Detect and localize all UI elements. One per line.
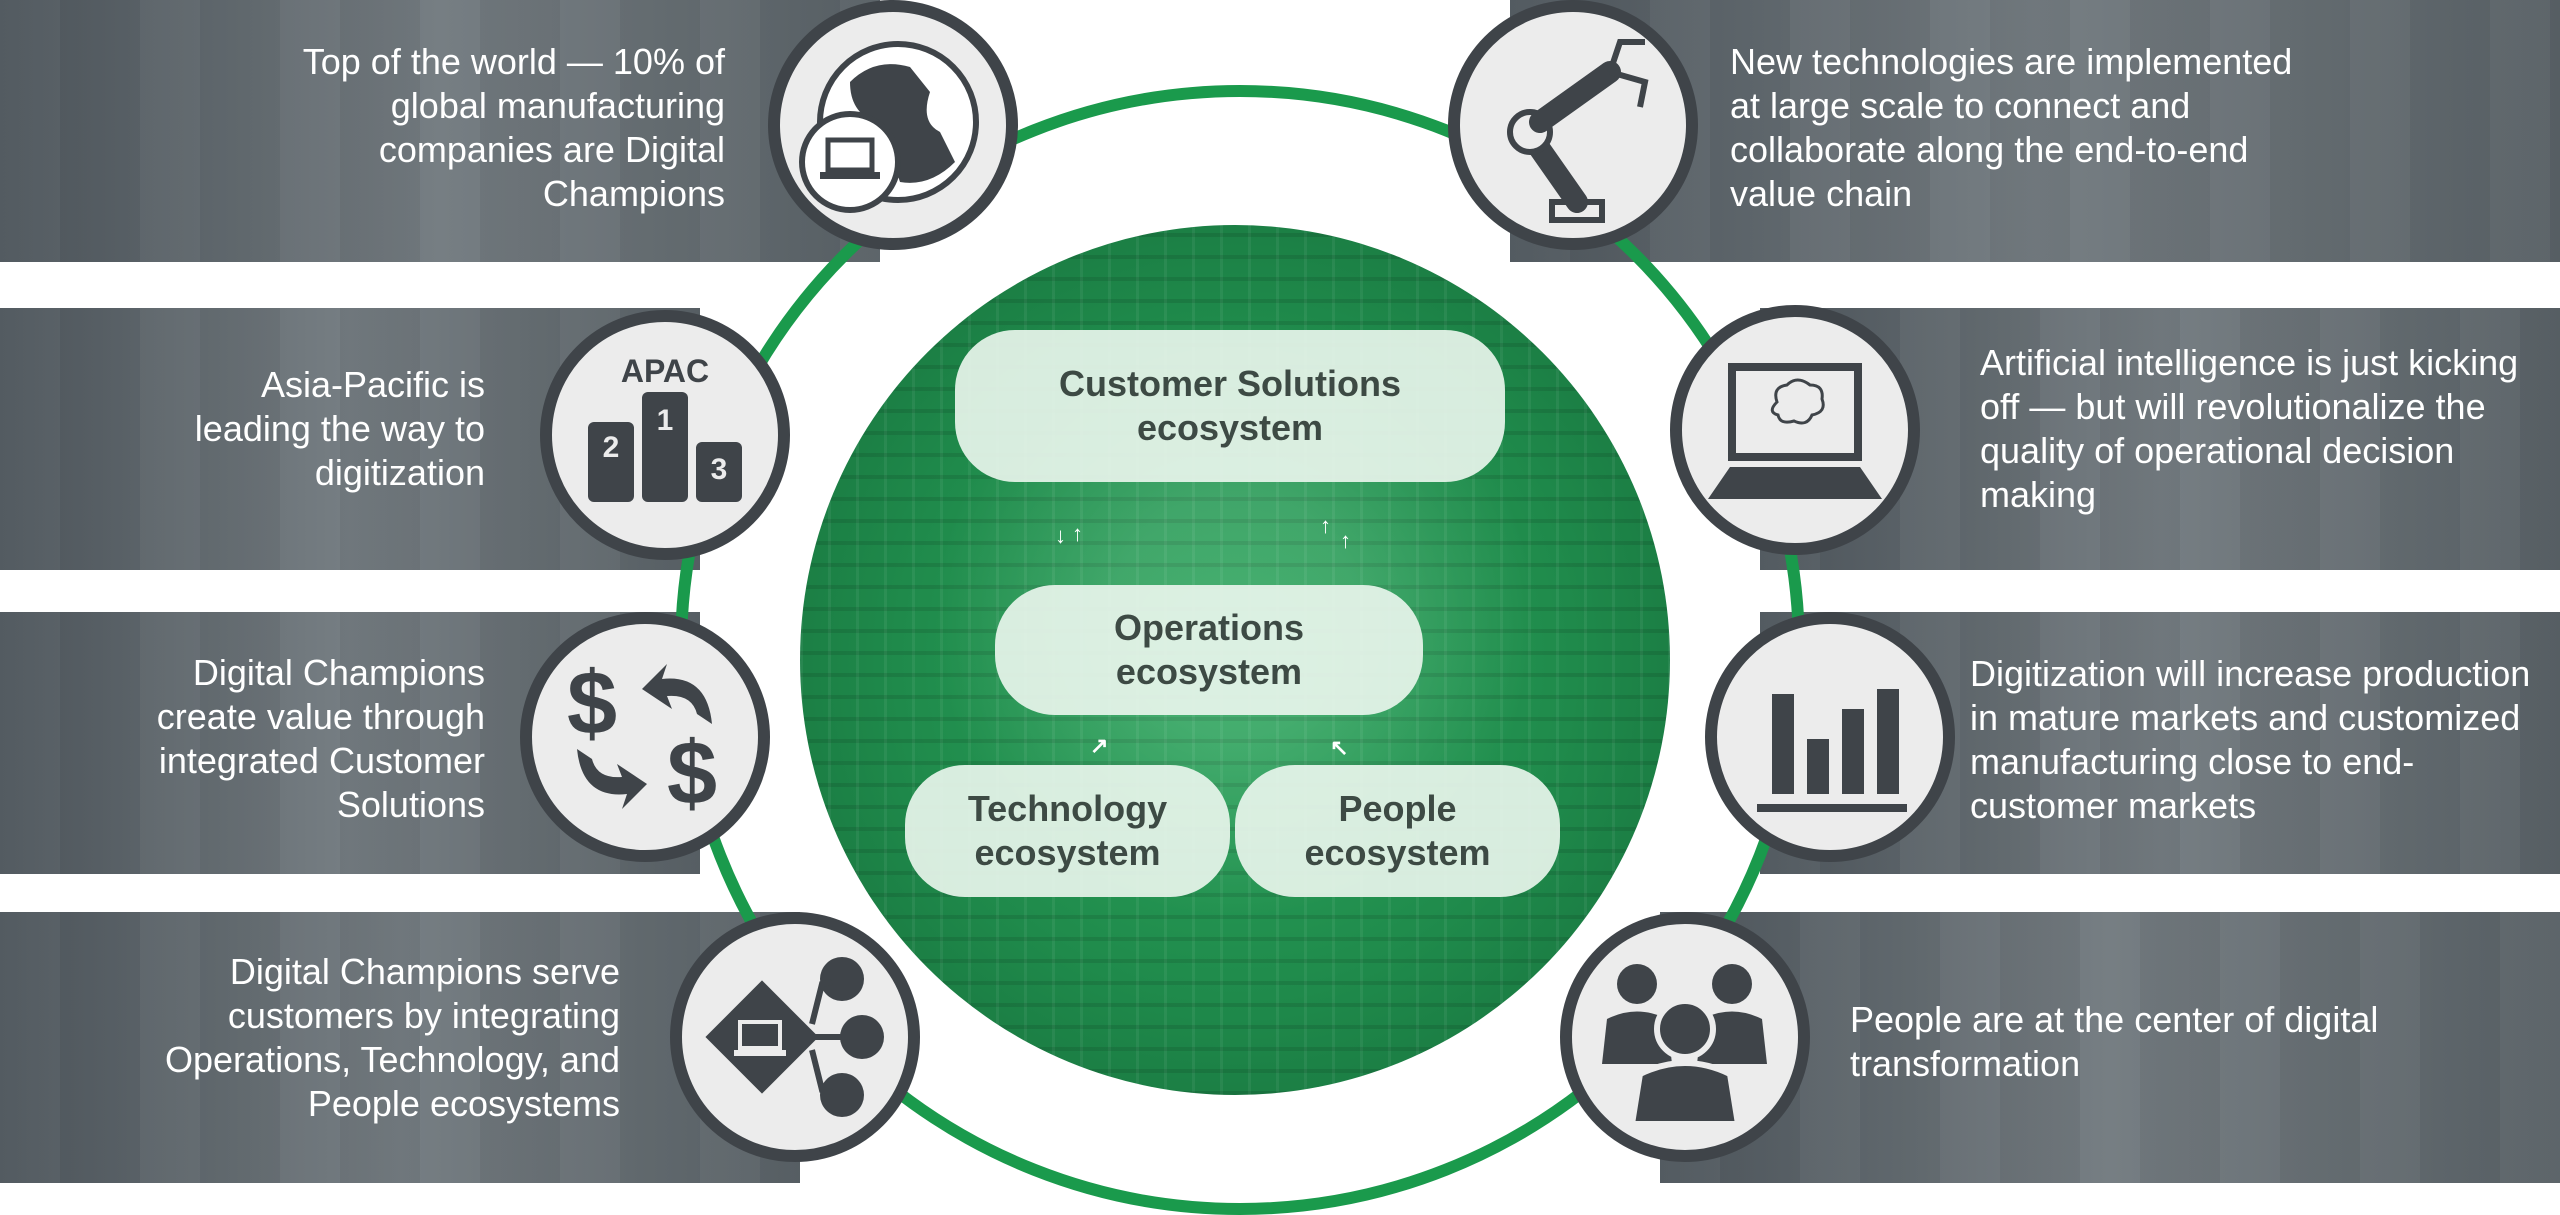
arrow-up-icon: ↑ — [1320, 513, 1331, 538]
arrow-up-icon: ↑ — [1340, 528, 1351, 553]
podium-rank-1: 1 — [657, 404, 674, 437]
people-line-2: ecosystem — [1304, 832, 1491, 873]
podium-icon: APAC 1 2 3 — [540, 310, 790, 560]
arrow-up-icon: ↑ — [1072, 521, 1083, 546]
brain-laptop-icon — [1670, 305, 1920, 555]
operations-line-2: ecosystem — [1115, 651, 1303, 692]
arrow-down-icon: ↓ — [1055, 523, 1066, 548]
left-item-1-text: Top of the world — 10% of global manufac… — [302, 41, 725, 214]
band-row-4-left — [0, 912, 800, 1183]
podium-title: APAC — [621, 353, 709, 389]
arrow-up-icon: ↖ — [1330, 735, 1349, 760]
podium-rank-2: 2 — [603, 431, 620, 464]
dollar-exchange-icon: $ $ — [520, 612, 770, 862]
people-group-icon — [1560, 912, 1810, 1162]
arrow-up-icon: ↗ — [1090, 733, 1109, 758]
people-line-1: People — [1338, 788, 1457, 829]
band-row-1-left — [0, 0, 880, 262]
left-item-2-text: Asia-Pacific is leading the way to digit… — [194, 364, 485, 493]
technology-line-2: ecosystem — [974, 832, 1161, 873]
right-item-2-text: Artificial intelligence is just kicking … — [1980, 342, 2519, 515]
technology-line-1: Technology — [967, 788, 1168, 829]
band-row-4-right — [1660, 912, 2560, 1183]
operations-line-1: Operations — [1113, 607, 1305, 648]
customer-solutions-line-2: ecosystem — [1136, 407, 1324, 448]
svg-text:$: $ — [567, 654, 617, 754]
network-laptop-icon — [670, 912, 920, 1162]
right-item-3-text: Digitization will increase production in… — [1970, 653, 2531, 826]
customer-solutions-line-1: Customer Solutions — [1058, 363, 1402, 404]
robot-arm-icon — [1448, 0, 1698, 250]
globe-laptop-icon — [768, 0, 1018, 250]
right-item-4-text: People are at the center of digital tran… — [1850, 999, 2379, 1084]
svg-text:$: $ — [667, 724, 717, 824]
left-item-3-text: Digital Champions create value through i… — [156, 652, 485, 825]
podium-rank-3: 3 — [711, 453, 728, 486]
bar-chart-icon — [1705, 612, 1955, 862]
right-item-1-text: New technologies are implemented at larg… — [1730, 41, 2293, 214]
left-item-4-text: Digital Champions serve customers by int… — [165, 951, 620, 1124]
